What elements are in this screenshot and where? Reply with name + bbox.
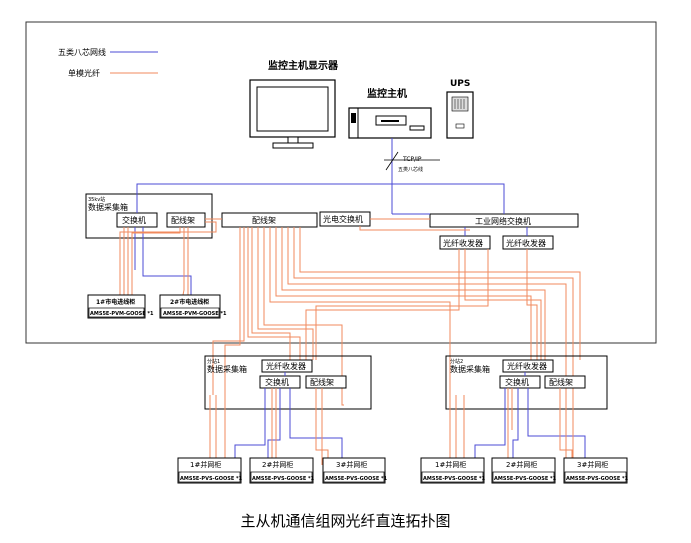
fiber-links-top (119, 218, 222, 296)
sub1-cab3-model: AMS5E-PVS-GOOSE *1 (325, 476, 388, 482)
sub2-title: 数据采集箱 (450, 364, 490, 374)
cat5-links-top (134, 183, 528, 295)
station-patch-label: 配线架 (171, 215, 195, 225)
station-tag: 35kv站 (88, 196, 105, 203)
sub1-cab3-name: 3#并网柜 (336, 460, 367, 469)
legend-cat5-label: 五类八芯网线 (58, 47, 106, 57)
sub2-cab3-model: AMS5E-PVS-GOOSE *1 (566, 476, 629, 482)
sub1-cab1-name: 1#并网柜 (190, 460, 221, 469)
substation-1: 分站1 数据采集箱 光纤收发器 交换机 配线架 (204, 355, 372, 410)
monitor-label: 监控主机显示器 (268, 59, 339, 72)
cable-note: 五类八芯线 (398, 166, 423, 173)
sub1-switch: 交换机 (265, 377, 289, 387)
sub2-cab1-model: AMS5E-PVS-GOOSE *1 (423, 476, 486, 482)
legend: 五类八芯网线 单模光纤 (58, 47, 158, 78)
fiber-links-cabinets (209, 388, 574, 465)
host-computer: 监控主机 (348, 87, 432, 139)
transceiver-right-label: 光纤收发器 (506, 238, 546, 248)
station-title: 数据采集箱 (88, 202, 128, 212)
sub2-patch: 配线架 (549, 377, 573, 387)
substation-2: 分站2 数据采集箱 光纤收发器 交换机 配线架 (445, 355, 608, 410)
sub1-cab2-model: AMS5E-PVS-GOOSE *1 (252, 476, 315, 482)
sub1-cab2-name: 2#并网柜 (262, 460, 293, 469)
diagram-caption: 主从机通信组网光纤直连拓扑图 (240, 512, 451, 530)
monitor: 监控主机显示器 (249, 59, 339, 149)
cabinet-top-2-name: 2#市电进线柜 (170, 298, 209, 306)
outer-frame (25, 21, 657, 344)
sub1-cab1-model: AMS5E-PVS-GOOSE *1 (180, 476, 243, 482)
cabinet-top-1-name: 1#市电进线柜 (96, 298, 135, 306)
ups-label: UPS (450, 79, 470, 89)
media-converter-label: 光电交换机 (323, 214, 363, 224)
tcpip-label: TCP/IP (402, 156, 422, 163)
host-label: 监控主机 (367, 87, 407, 100)
center-patch-label: 配线架 (252, 215, 276, 225)
sub1-patch: 配线架 (310, 377, 334, 387)
transceiver-left-label: 光纤收发器 (443, 238, 483, 248)
sub2-cab1-name: 1#并网柜 (435, 460, 466, 469)
sub2-cabinets: 1#并网柜 AMS5E-PVS-GOOSE *1 2#并网柜 AMS5E-PVS… (420, 457, 629, 484)
sub2-cab3-name: 3#并网柜 (577, 460, 608, 469)
cabinet-top-2-model: AMS5E-PVM-GOOSE *1 (163, 311, 227, 317)
sub2-switch: 交换机 (505, 377, 529, 387)
sub2-transceiver: 光纤收发器 (507, 361, 547, 371)
ups-unit: UPS (446, 79, 474, 139)
tcpip-annotation: TCP/IP 五类八芯线 (384, 138, 440, 214)
sub2-cab2-name: 2#并网柜 (506, 460, 537, 469)
station-switch-label: 交换机 (122, 215, 146, 225)
sub1-title: 数据采集箱 (207, 364, 247, 374)
sub2-cab2-model: AMS5E-PVS-GOOSE *1 (494, 476, 557, 482)
industrial-switch-label: 工业网络交换机 (475, 216, 531, 226)
cabinet-top-1-model: AMS5E-PVM-GOOSE *1 (90, 311, 154, 317)
fiber-links-substations (212, 226, 581, 395)
station-35kv-box: 35kv站 数据采集箱 交换机 配线架 (85, 193, 213, 239)
top-cabinets: 1#市电进线柜 AMS5E-PVM-GOOSE *1 2#市电进线柜 AMS5E… (87, 294, 227, 319)
sub1-tag: 分站1 (207, 358, 220, 365)
sub2-tag: 分站2 (450, 358, 463, 365)
sub1-transceiver: 光纤收发器 (266, 361, 306, 371)
sub1-cabinets: 1#并网柜 AMS5E-PVS-GOOSE *1 2#并网柜 AMS5E-PVS… (177, 457, 388, 484)
legend-fiber-label: 单模光纤 (68, 68, 100, 78)
